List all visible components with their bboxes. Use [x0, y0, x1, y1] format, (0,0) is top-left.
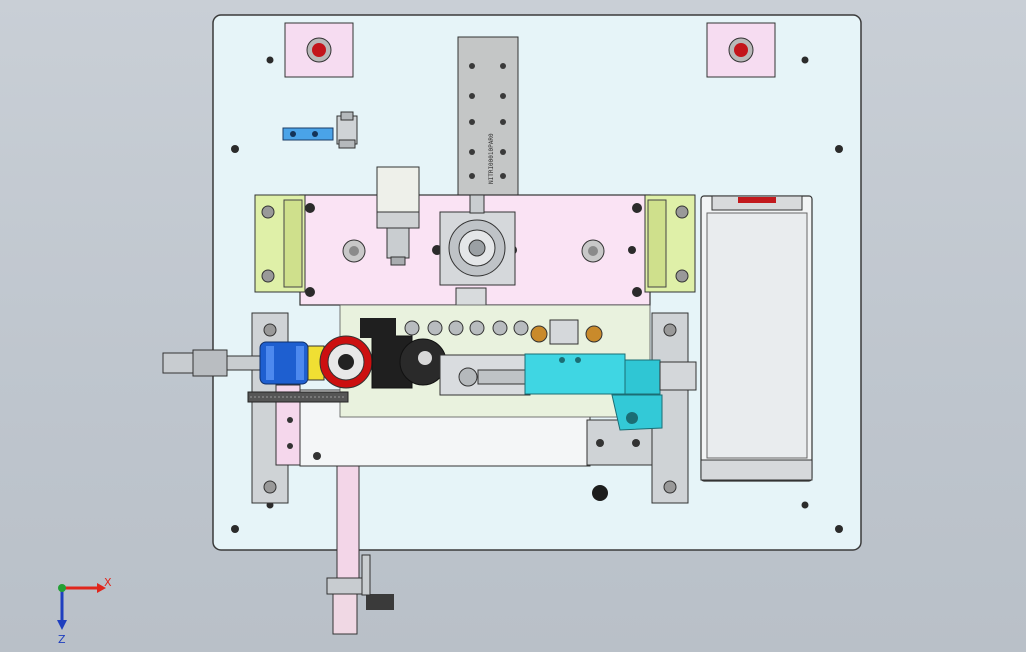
blue-coupler: [259, 341, 309, 385]
lead-screw: [247, 391, 349, 403]
probe-tube: [326, 465, 394, 635]
sensor-bracket: [282, 111, 358, 149]
fitting-row: [404, 319, 603, 345]
air-cylinder: [439, 354, 531, 396]
right-green-clamp: [644, 194, 696, 293]
left-green-clamp: [254, 194, 306, 293]
x-axis-label: X: [104, 576, 112, 589]
control-box: [700, 195, 813, 482]
inlet-fitting: [162, 349, 262, 377]
orientation-triad: X Z: [57, 576, 112, 646]
rotary-actuator: [439, 194, 516, 313]
pressure-gauge: [307, 318, 447, 389]
proximity-sensor: [376, 166, 420, 266]
solenoid-valve: [524, 353, 697, 431]
right-stop-button: [706, 22, 776, 78]
part-marking-text: NITRI00010PAR0: [488, 133, 495, 184]
z-axis-label: Z: [58, 633, 66, 646]
left-stop-button: [284, 22, 354, 78]
vertical-rail: NITRI00010PAR0: [457, 36, 519, 198]
